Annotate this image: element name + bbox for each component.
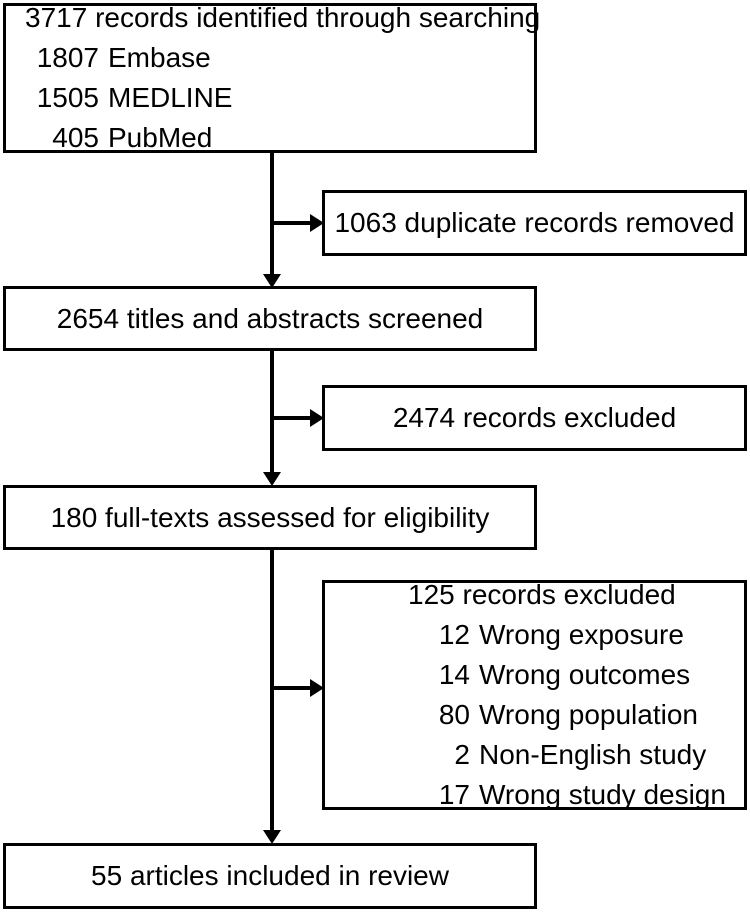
exclusion-label-wrong-exposure: Wrong exposure [479, 619, 684, 650]
exclusion-count-wrong-exposure: 12 [438, 619, 470, 650]
connector-identified-to-duplicates [270, 221, 312, 225]
exclusion-label-wrong-outcomes: Wrong outcomes [479, 659, 691, 690]
records-excluded-fulltext-headline: 125 records excluded [408, 579, 676, 610]
exclusion-count-non-english: 2 [454, 739, 470, 770]
arrowhead-screened-to-excluded [310, 409, 324, 427]
exclusion-label-non-english: Non-English study [479, 739, 707, 770]
exclusion-label-wrong-study-design: Wrong study design [479, 779, 726, 810]
articles-included-text: 55 articles included in review [91, 860, 449, 891]
source-label-medline: MEDLINE [108, 82, 233, 113]
exclusion-count-wrong-study-design: 17 [438, 779, 470, 810]
source-count-medline: 1505 [36, 82, 99, 113]
connector-fulltext-to-excluded [270, 686, 312, 690]
source-count-embase: 1807 [36, 42, 99, 73]
exclusion-count-wrong-population: 80 [438, 699, 470, 730]
source-count-pubmed: 405 [52, 122, 99, 153]
exclusion-row-wrong-population: 80 Wrong population [325, 695, 744, 735]
exclusion-row-wrong-study-design: 17 Wrong study design [325, 775, 744, 815]
connector-fulltext-to-included [270, 550, 274, 836]
arrowhead-identified-to-duplicates [310, 214, 324, 232]
fulltexts-assessed-text: 180 full-texts assessed for eligibility [50, 501, 490, 533]
arrowhead-screened-to-fulltext [263, 472, 281, 486]
exclusion-row-non-english: 2 Non-English study [325, 735, 744, 775]
node-titles-abstracts-screened: 2654 titles and abstracts screened [3, 286, 537, 351]
connector-screened-to-fulltext [270, 351, 274, 478]
arrowhead-fulltext-to-excluded [310, 679, 324, 697]
source-row-pubmed: 405 PubMed [6, 118, 534, 158]
exclusion-row-wrong-outcomes: 14 Wrong outcomes [325, 655, 744, 695]
exclusion-count-wrong-outcomes: 14 [438, 659, 470, 690]
records-identified-headline: 3717 records identified through searchin… [25, 2, 541, 33]
source-label-embase: Embase [108, 42, 211, 73]
node-records-excluded-screening: 2474 records excluded [322, 385, 747, 451]
connector-screened-to-excluded [270, 416, 312, 420]
node-records-identified: 3717 records identified through searchin… [3, 2, 541, 153]
source-label-pubmed: PubMed [108, 122, 213, 153]
exclusion-row-wrong-exposure: 12 Wrong exposure [325, 615, 744, 655]
records-excluded-screening-text: 2474 records excluded [392, 402, 677, 433]
exclusion-label-wrong-population: Wrong population [479, 699, 698, 730]
arrowhead-fulltext-to-included [263, 830, 281, 844]
node-records-excluded-fulltext: 125 records excluded 12 Wrong exposure 1… [322, 579, 747, 810]
duplicates-removed-text: 1063 duplicate records removed [334, 207, 735, 238]
arrowhead-identified-to-screened [263, 274, 281, 288]
screened-text: 2654 titles and abstracts screened [56, 302, 484, 334]
node-fulltexts-assessed: 180 full-texts assessed for eligibility [3, 485, 537, 550]
connector-identified-to-screened [270, 153, 274, 280]
node-duplicates-removed: 1063 duplicate records removed [322, 190, 747, 256]
source-row-embase: 1807 Embase [6, 38, 534, 78]
node-articles-included: 55 articles included in review [3, 843, 537, 909]
source-row-medline: 1505 MEDLINE [6, 78, 534, 118]
